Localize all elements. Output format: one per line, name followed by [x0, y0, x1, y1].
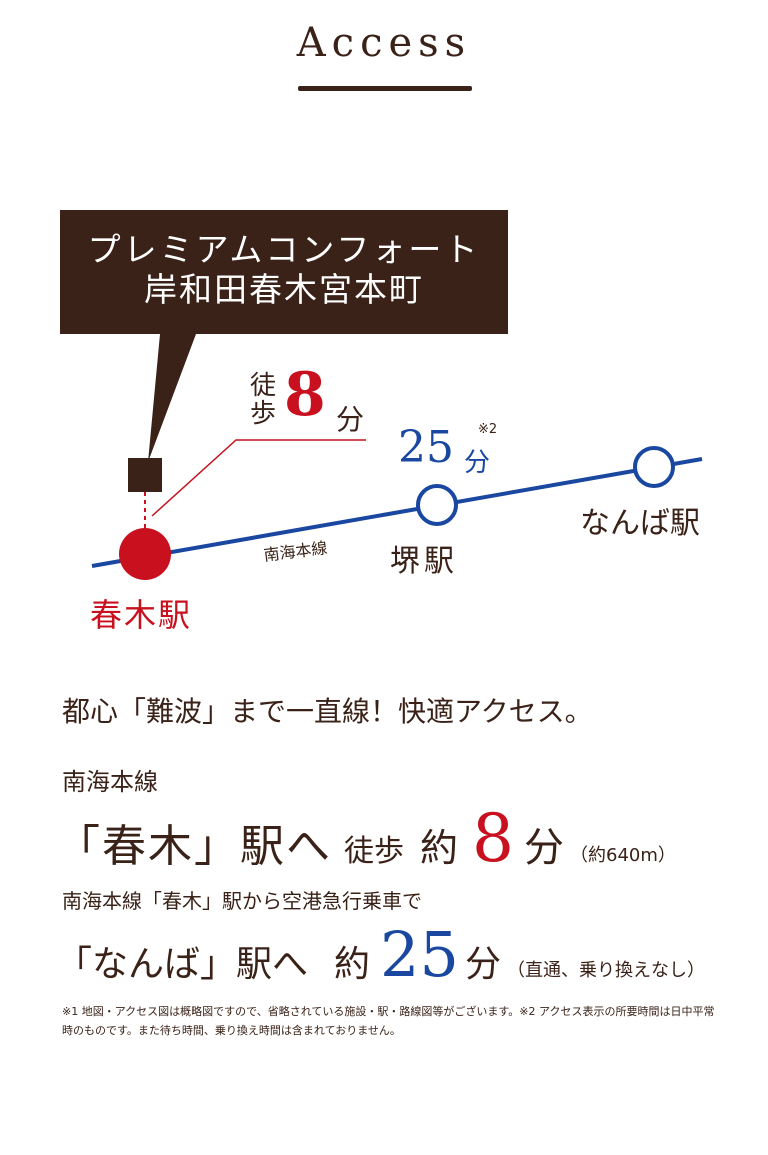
walk-minutes: 8 — [284, 360, 326, 430]
access1-minutes: 8 — [472, 800, 515, 877]
sakai-station-label: 堺駅 — [390, 544, 458, 579]
access2-unit: 分 — [464, 944, 501, 985]
headline: 都心「難波」まで一直線！快適アクセス。 — [62, 695, 593, 728]
train-note: ※2 — [478, 422, 498, 437]
nankai-line — [91, 457, 703, 568]
access1-approx: 約 — [420, 826, 459, 870]
property-marker — [128, 458, 162, 492]
namba-station-marker — [633, 446, 675, 488]
property-name-line2: 岸和田春木宮本町 — [144, 270, 424, 309]
access1-unit: 分 — [524, 825, 565, 871]
property-name-line1: プレミアムコンフォート — [87, 230, 481, 269]
access2-note: （直通、乗り換えなし） — [506, 960, 705, 981]
callout-pointer — [148, 334, 196, 462]
footnote: ※1 地図・アクセス図は概略図ですので、省略されている施設・駅・路線図等がござい… — [62, 1005, 715, 1037]
property-callout: プレミアムコンフォート 岸和田春木宮本町 — [60, 210, 508, 334]
access-map — [91, 334, 703, 580]
train-unit: 分 — [464, 448, 491, 478]
walk-label: 徒歩 — [250, 371, 277, 429]
access1-walk: 徒歩 — [344, 834, 404, 869]
walk-leader-line — [151, 439, 366, 517]
title-underline — [298, 86, 472, 91]
access1-distance: （約640m） — [570, 845, 676, 866]
access2-minutes: 25 — [380, 918, 459, 991]
haruki-station-marker — [119, 528, 171, 580]
haruki-station-label: 春木駅 — [90, 596, 193, 634]
page-title: Access — [296, 20, 472, 66]
access2-approx: 約 — [334, 944, 371, 985]
access1-station: 「春木」駅へ — [56, 821, 332, 872]
access1-line: 南海本線 — [62, 768, 158, 796]
namba-station-label: なんば駅 — [580, 506, 700, 541]
train-minutes: 25 — [398, 422, 454, 473]
sakai-station-marker — [416, 484, 458, 526]
access2-station: 「なんば」駅へ — [56, 944, 309, 985]
walk-unit: 分 — [336, 403, 365, 436]
access2-desc: 南海本線「春木」駅から空港急行乗車で — [62, 889, 422, 913]
